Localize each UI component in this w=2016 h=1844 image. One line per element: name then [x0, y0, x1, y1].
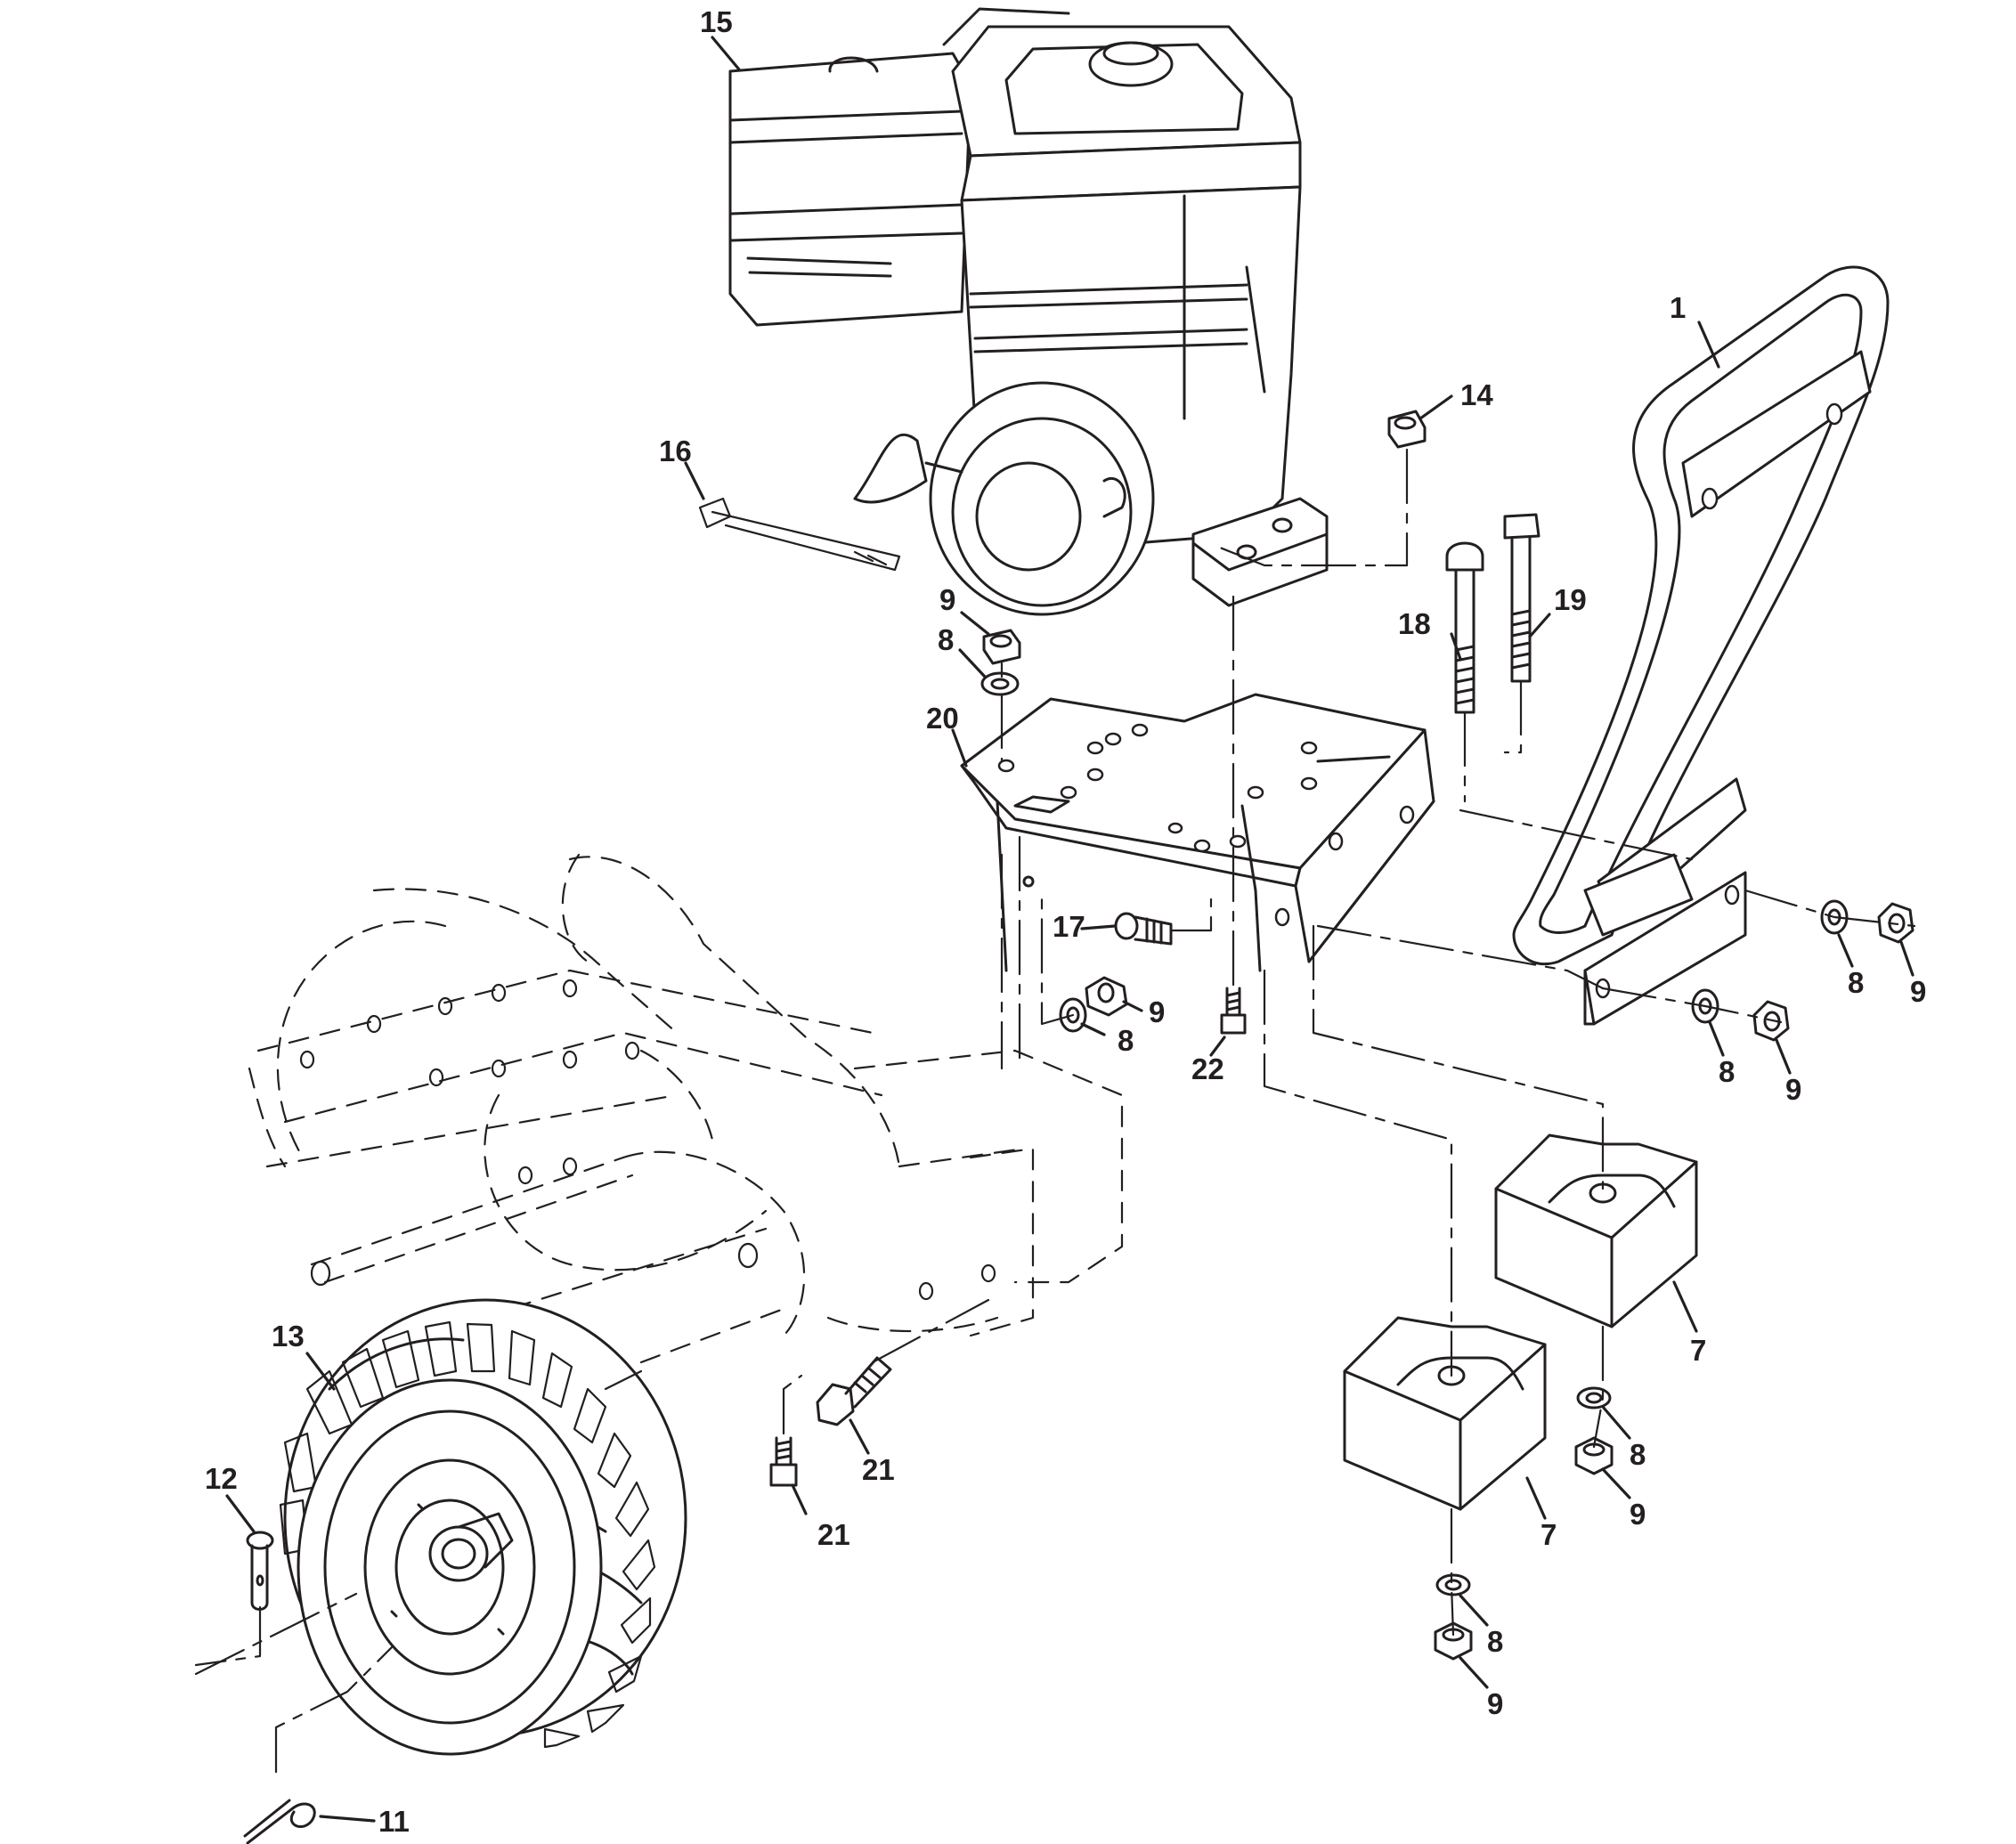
washer-8-block-lower	[1435, 1573, 1471, 1596]
weight-block-upper	[1494, 1133, 1698, 1328]
washer-8-block-upper	[1576, 1386, 1612, 1409]
callout-13: 13	[272, 1320, 305, 1353]
callout-1: 1	[1670, 291, 1686, 324]
hair-pin-11	[243, 1799, 316, 1844]
nut-9-right-upper	[1877, 902, 1914, 944]
callout-22: 22	[1191, 1052, 1224, 1085]
engine	[728, 7, 1329, 616]
callout-8-right-upper: 8	[1848, 966, 1864, 999]
callout-8-block-lower: 8	[1487, 1625, 1503, 1658]
callout-8-right-lower: 8	[1719, 1055, 1735, 1088]
callout-leaders	[225, 36, 1914, 1823]
callout-9-top: 9	[939, 583, 955, 616]
wheel-tire	[279, 1298, 687, 1756]
tiller-bolt-holes-phantom	[299, 979, 996, 1301]
callout-7-upper: 7	[1690, 1334, 1706, 1367]
screw-17	[1114, 912, 1173, 946]
hex-bolt-21-lower	[769, 1436, 798, 1487]
nut-9-top	[982, 629, 1021, 665]
callout-7-lower: 7	[1540, 1518, 1557, 1551]
callout-12: 12	[205, 1462, 238, 1495]
callout-17: 17	[1053, 910, 1085, 943]
cable-tie	[698, 497, 901, 572]
callout-16: 16	[659, 435, 692, 467]
callout-8-block-upper: 8	[1630, 1438, 1646, 1471]
callout-11: 11	[378, 1805, 410, 1838]
handlebar-guard	[1512, 265, 1890, 1026]
screw-22	[1220, 987, 1247, 1035]
washer-8-top	[980, 671, 1020, 696]
nut-9-block-upper	[1574, 1436, 1614, 1475]
callout-9-mid: 9	[1149, 995, 1165, 1028]
callout-19: 19	[1554, 583, 1587, 616]
callout-20: 20	[926, 702, 959, 735]
callout-15: 15	[700, 5, 733, 38]
hex-bolt-19	[1503, 513, 1540, 683]
callout-21-lower: 21	[817, 1518, 850, 1551]
weight-block-lower	[1343, 1316, 1547, 1511]
callout-8-top: 8	[938, 623, 954, 656]
clevis-pin-12	[246, 1531, 274, 1611]
callout-9-block-lower: 9	[1487, 1687, 1503, 1720]
callout-18: 18	[1398, 607, 1431, 640]
assembly-centerlines	[194, 448, 1916, 1774]
nut-9-mid	[1085, 976, 1128, 1017]
callout-21-upper: 21	[862, 1453, 895, 1486]
lock-nut-14	[1387, 410, 1427, 449]
callout-9-right-lower: 9	[1785, 1073, 1801, 1106]
hex-bolt-21-upper	[816, 1356, 892, 1426]
callout-9-right-upper: 9	[1910, 975, 1926, 1008]
engine-mount-plate	[960, 693, 1435, 972]
callout-14: 14	[1460, 378, 1493, 411]
tiller-transmission-phantom	[248, 853, 1124, 1364]
callout-9-block-upper: 9	[1630, 1498, 1646, 1531]
callout-8-mid: 8	[1118, 1024, 1134, 1057]
callout-labels: 15 1 14 16 9 8 18 19 20 17 9 8 22 8 9 8 …	[205, 5, 1926, 1838]
carriage-bolt-18	[1445, 541, 1484, 714]
